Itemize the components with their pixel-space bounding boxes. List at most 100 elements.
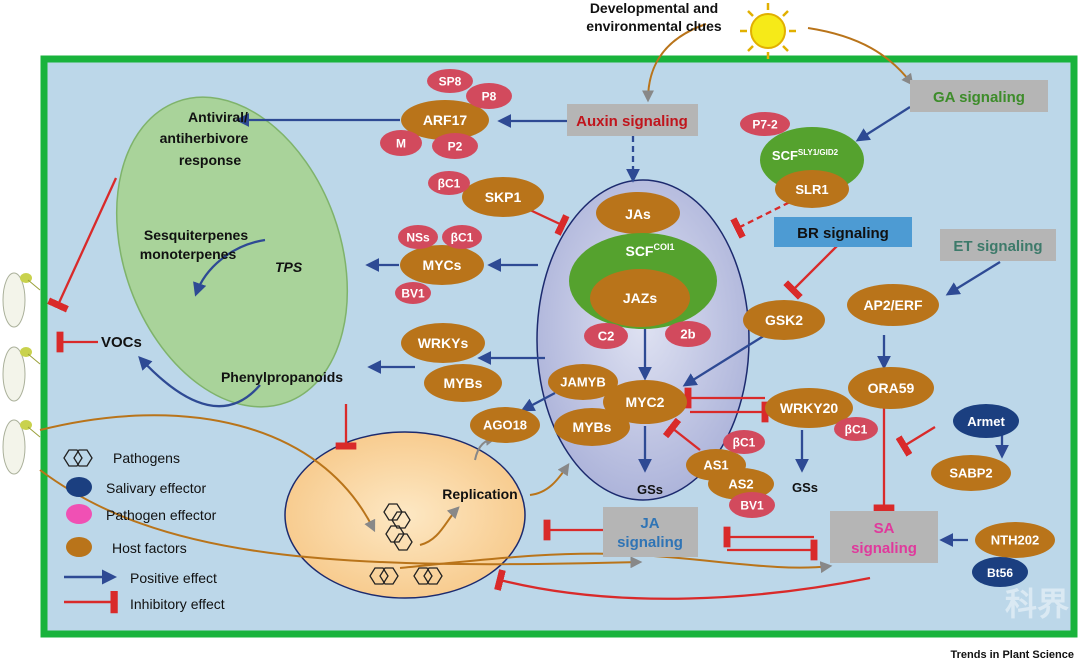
clue-text-1: Developmental and	[590, 0, 718, 16]
legend-inhibitory: Inhibitory effect	[130, 596, 225, 612]
p2-node: P2	[432, 133, 478, 159]
et-signaling-box	[940, 229, 1056, 261]
mybs_center-shape	[554, 408, 630, 446]
legend: Pathogens Salivary effector Pathogen eff…	[63, 449, 225, 614]
nth202-label: NTH202	[991, 533, 1039, 548]
whitefly-icon	[2, 419, 41, 475]
legend-host: Host factors	[112, 540, 187, 556]
sa-signaling-label-1: SA	[874, 520, 895, 537]
nss-node: NSs	[398, 225, 438, 249]
wrkys-shape	[401, 323, 485, 363]
p8-label: P8	[482, 89, 497, 103]
bc1_as-node: βC1	[723, 430, 765, 454]
wrky20-shape	[765, 388, 853, 428]
whitefly-icon	[2, 346, 41, 402]
ago18-node: AGO18	[470, 407, 540, 443]
legend-pathogens: Pathogens	[113, 450, 180, 466]
ora59-shape	[848, 367, 934, 409]
arf17-shape	[401, 100, 489, 140]
as2-shape	[708, 468, 774, 500]
jazs-label: JAZs	[623, 290, 657, 306]
replication-text: Replication	[442, 486, 517, 502]
wrky20-label: WRKY20	[780, 400, 839, 416]
skp1-node: SKP1	[462, 177, 544, 217]
mybs_center-node: MYBs	[554, 408, 630, 446]
mybs_center-label: MYBs	[573, 419, 612, 435]
scf-coi1-label: SCFCOI1	[625, 242, 674, 259]
gss-center-label: GSs	[637, 482, 663, 497]
legend-positive: Positive effect	[130, 570, 217, 586]
whitefly-icon-group	[2, 272, 41, 475]
armet-label: Armet	[967, 414, 1005, 429]
monoterpenes-text: monoterpenes	[140, 246, 237, 262]
ga-signaling-label: GA signaling	[933, 89, 1025, 106]
myc2-node: MYC2	[603, 380, 687, 424]
sa-signaling-label-2: signaling	[851, 540, 917, 557]
b2-node: 2b	[665, 321, 711, 347]
bc1_skp-label: βC1	[438, 176, 461, 190]
legend-salivary: Salivary effector	[106, 480, 206, 496]
jazs-node	[590, 269, 690, 327]
arf17-node: ARF17	[401, 100, 489, 140]
vocs-text: VOCs	[101, 334, 142, 351]
p2-label: P2	[448, 139, 463, 153]
bc1_myc-node: βC1	[442, 225, 482, 249]
clue-text-2: environmental clues	[586, 18, 722, 34]
whitefly-icon	[2, 272, 41, 328]
nss-shape	[398, 225, 438, 249]
clue-to-ga-arrow	[807, 27, 914, 86]
m-label: M	[396, 136, 406, 150]
ja-signaling-box	[603, 507, 698, 557]
ago18-label: AGO18	[483, 418, 527, 433]
nss-label: NSs	[406, 230, 430, 244]
journal-credit: Trends in Plant Science	[950, 649, 1075, 661]
as2-label: AS2	[728, 477, 753, 492]
myc2-shape	[603, 380, 687, 424]
ap2erf-label: AP2/ERF	[863, 297, 923, 313]
inhibitory-arrows	[47, 177, 936, 600]
mycs-node: MYCs	[400, 245, 484, 285]
wrkys-label: WRKYs	[418, 335, 469, 351]
pathogen-particles	[369, 503, 443, 585]
bt56-label: Bt56	[987, 566, 1013, 580]
ap2erf-shape	[847, 284, 939, 326]
et-signaling-label: ET signaling	[953, 238, 1042, 255]
bc1_wrky-label: βC1	[845, 422, 868, 436]
bc1_as-shape	[723, 430, 765, 454]
antiviral-text-2: antiherbivore	[160, 130, 249, 146]
bv1_myc-shape	[395, 282, 431, 304]
sabp2-label: SABP2	[949, 466, 992, 481]
b2-label: 2b	[680, 327, 695, 342]
sp8-shape	[427, 69, 473, 93]
sun-icon	[740, 3, 796, 59]
bc1_wrky-shape	[834, 417, 878, 441]
bc1_as-label: βC1	[733, 435, 756, 449]
p8-node: P8	[466, 83, 512, 109]
p7_2-node: P7-2	[740, 112, 790, 136]
bc1_skp-node: βC1	[428, 171, 470, 195]
ja-signaling-label-1: JA	[640, 515, 659, 532]
legend-pathogen-effector-swatch	[66, 504, 92, 524]
mycs-shape	[400, 245, 484, 285]
nth202-shape	[975, 522, 1055, 558]
jas-node	[596, 192, 680, 234]
mybs_left-label: MYBs	[444, 375, 483, 391]
p7_2-shape	[740, 112, 790, 136]
m-node: M	[380, 130, 422, 156]
sp8-label: SP8	[439, 74, 462, 88]
sabp2-shape	[931, 455, 1011, 491]
ora59-node: ORA59	[848, 367, 934, 409]
ap2erf-node: AP2/ERF	[847, 284, 939, 326]
br-signaling-box	[774, 217, 912, 247]
skp1-shape	[462, 177, 544, 217]
scf-sly-label: SCFSLY1/GID2	[772, 148, 839, 163]
gsk2-label: GSK2	[765, 312, 803, 328]
antiviral-text-3: response	[179, 152, 241, 168]
bc1_myc-shape	[442, 225, 482, 249]
bc1_wrky-node: βC1	[834, 417, 878, 441]
gsk2-shape	[743, 300, 825, 340]
m-shape	[380, 130, 422, 156]
mybs_left-shape	[424, 364, 502, 402]
bc1_myc-label: βC1	[451, 230, 474, 244]
